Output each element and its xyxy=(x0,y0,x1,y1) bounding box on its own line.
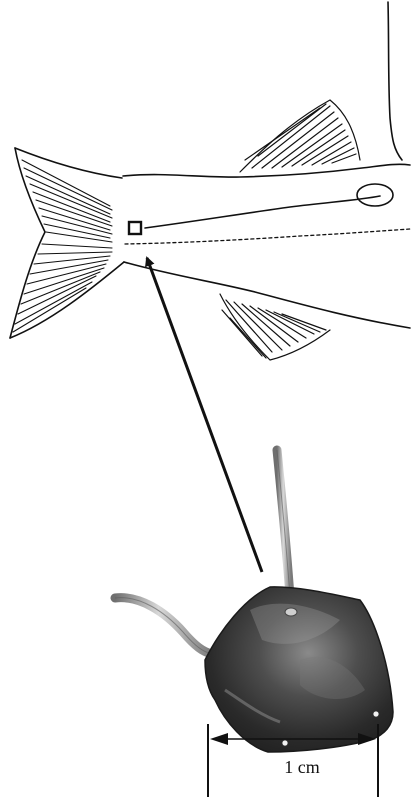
tag-location-marker xyxy=(129,222,141,234)
caudal-fin-rays xyxy=(13,160,112,332)
anal-fin xyxy=(220,294,330,360)
scale-bar-label: 1 cm xyxy=(262,757,342,777)
fish-tail-outline xyxy=(10,2,410,338)
tag-device-photo xyxy=(115,450,393,752)
dorsal-fin xyxy=(240,100,360,172)
pointer-arrow xyxy=(147,258,262,572)
